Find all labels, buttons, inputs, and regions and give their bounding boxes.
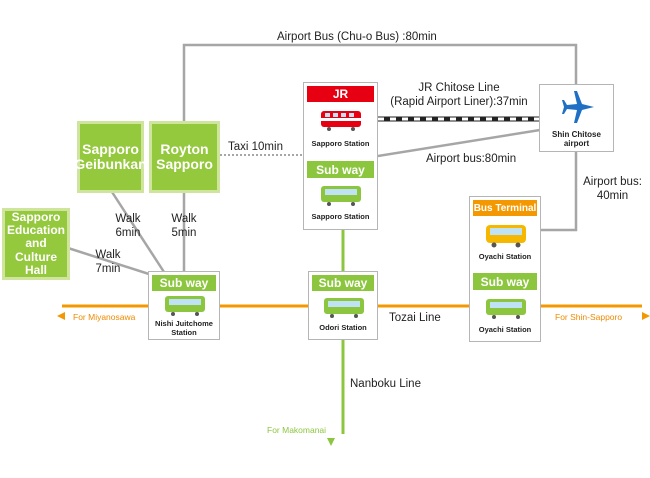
- walk-6min-label: Walk 6min: [115, 213, 141, 240]
- jr-train-icon: [321, 111, 361, 131]
- royton-sapporo-venue: Royton Sapporo: [149, 121, 220, 193]
- bus-icon: [486, 225, 526, 248]
- bus-terminal-header: Bus Terminal: [473, 200, 537, 216]
- tozai-arrow-right: [642, 312, 650, 320]
- education-culture-hall-venue: Sapporo Education and Culture Hall: [2, 208, 70, 280]
- walk-geibunkan-route: [110, 191, 166, 273]
- airport-bus-40-route: [540, 150, 578, 232]
- subway-sapporo-station-label: Sapporo Station: [311, 212, 370, 221]
- airplane-icon: [562, 91, 594, 123]
- subway-train-icon: [324, 298, 364, 318]
- oyachi-bus-station-label: Oyachi Station: [478, 252, 532, 261]
- subway-sapporo-header: Sub way: [307, 161, 374, 178]
- nishi-juitchome-station-box: Sub way Nishi Juitchome Station: [148, 271, 220, 340]
- sapporo-geibunkan-venue: Sapporo Geibunkan: [74, 121, 147, 193]
- walk-education-route: [67, 246, 153, 277]
- tozai-line-label: Tozai Line: [389, 312, 441, 324]
- odori-station-box: Sub way Odori Station: [308, 271, 378, 340]
- oyachi-subway-header: Sub way: [473, 273, 537, 290]
- sapporo-station-box: JR Sapporo Station Sub way Sapporo Stati…: [303, 82, 378, 230]
- subway-train-icon: [486, 299, 526, 319]
- odori-subway-header: Sub way: [312, 275, 374, 291]
- taxi-label: Taxi 10min: [228, 141, 283, 153]
- shin-chitose-airport-box: Shin Chitose airport: [539, 84, 614, 152]
- jr-header: JR: [307, 86, 374, 102]
- nanboku-line-label: Nanboku Line: [350, 378, 421, 390]
- oyachi-subway-station-label: Oyachi Station: [478, 325, 532, 334]
- odori-station-label: Odori Station: [319, 323, 367, 332]
- subway-train-icon: [321, 186, 361, 206]
- walk-5min-label: Walk 5min: [171, 213, 197, 240]
- royton-sapporo-label: Royton Sapporo: [156, 140, 213, 172]
- tozai-arrow-left: [57, 312, 65, 320]
- airport-bus-80-route: [377, 128, 541, 158]
- nishi-juitchome-station-label: Nishi Juitchome Station: [155, 319, 213, 337]
- jr-sapporo-station-label: Sapporo Station: [311, 139, 370, 148]
- for-shin-sapporo-label: For Shin-Sapporo: [555, 312, 623, 322]
- airport-bus-40-label: Airport bus: 40min: [583, 176, 642, 203]
- nanboku-arrow-down: [327, 438, 335, 446]
- for-miyanosawa-label: For Miyanosawa: [73, 312, 136, 322]
- for-makomanai-label: For Makomanai: [267, 425, 327, 435]
- airport-bus-chuo-route: [182, 43, 578, 126]
- airport-bus-80-label: Airport bus:80min: [426, 153, 517, 165]
- sapporo-geibunkan-label: Sapporo Geibunkan: [74, 140, 147, 172]
- education-culture-hall-label: Sapporo Education and Culture Hall: [6, 210, 65, 277]
- shin-chitose-airport-label: Shin Chitose airport: [552, 130, 601, 149]
- airport-bus-chuo-label: Airport Bus (Chu-o Bus) :80min: [277, 31, 437, 43]
- walk-7min-label: Walk 7min: [95, 249, 121, 276]
- subway-train-icon: [165, 296, 205, 316]
- oyachi-station-box: Bus Terminal Oyachi Station Sub way Oyac…: [469, 196, 541, 342]
- nishi-subway-header: Sub way: [152, 275, 216, 291]
- jr-chitose-line-label: JR Chitose Line (Rapid Airport Liner):37…: [390, 82, 528, 109]
